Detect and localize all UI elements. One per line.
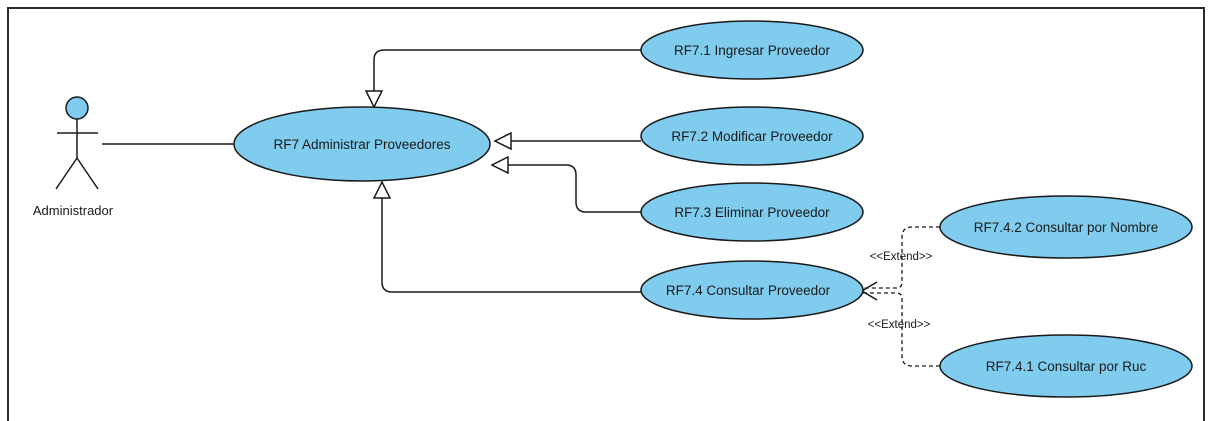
extend-arrowhead-icon bbox=[860, 281, 878, 301]
extend-rf741 bbox=[863, 292, 940, 367]
actor-administrador[interactable]: Administrador bbox=[33, 96, 114, 218]
use-case-rf742[interactable]: RF7.4.2 Consultar por Nombre bbox=[939, 195, 1193, 259]
use-case-rf741[interactable]: RF7.4.1 Consultar por Ruc bbox=[939, 334, 1193, 398]
diagram-frame bbox=[7, 7, 1205, 421]
use-case-rf7-label: RF7 Administrar Proveedores bbox=[273, 137, 450, 152]
use-case-rf73-label: RF7.3 Eliminar Proveedor bbox=[674, 205, 830, 220]
use-case-rf72-label: RF7.2 Modificar Proveedor bbox=[671, 129, 833, 144]
generalization-rf72 bbox=[493, 131, 641, 151]
use-case-rf74-label: RF7.4 Consultar Proveedor bbox=[666, 283, 831, 298]
extend-rf742 bbox=[863, 226, 940, 289]
use-case-rf73[interactable]: RF7.3 Eliminar Proveedor bbox=[640, 182, 864, 242]
actor-label: Administrador bbox=[33, 203, 114, 218]
use-case-rf71-label: RF7.1 Ingresar Proveedor bbox=[674, 43, 831, 58]
extend-label-lower: <<Extend>> bbox=[868, 319, 931, 331]
use-case-rf7[interactable]: RF7 Administrar Proveedores bbox=[233, 106, 491, 182]
extend-label-upper: <<Extend>> bbox=[870, 251, 933, 263]
use-case-rf74[interactable]: RF7.4 Consultar Proveedor bbox=[640, 260, 864, 320]
actor-head-icon bbox=[65, 96, 89, 120]
use-case-rf741-label: RF7.4.1 Consultar por Ruc bbox=[986, 359, 1147, 374]
use-case-rf742-label: RF7.4.2 Consultar por Nombre bbox=[974, 220, 1159, 235]
generalization-rf71 bbox=[364, 49, 641, 109]
use-case-rf71[interactable]: RF7.1 Ingresar Proveedor bbox=[640, 20, 864, 80]
generalization-rf74 bbox=[372, 180, 641, 293]
generalization-rf73 bbox=[490, 155, 641, 213]
use-case-rf72[interactable]: RF7.2 Modificar Proveedor bbox=[640, 106, 864, 166]
